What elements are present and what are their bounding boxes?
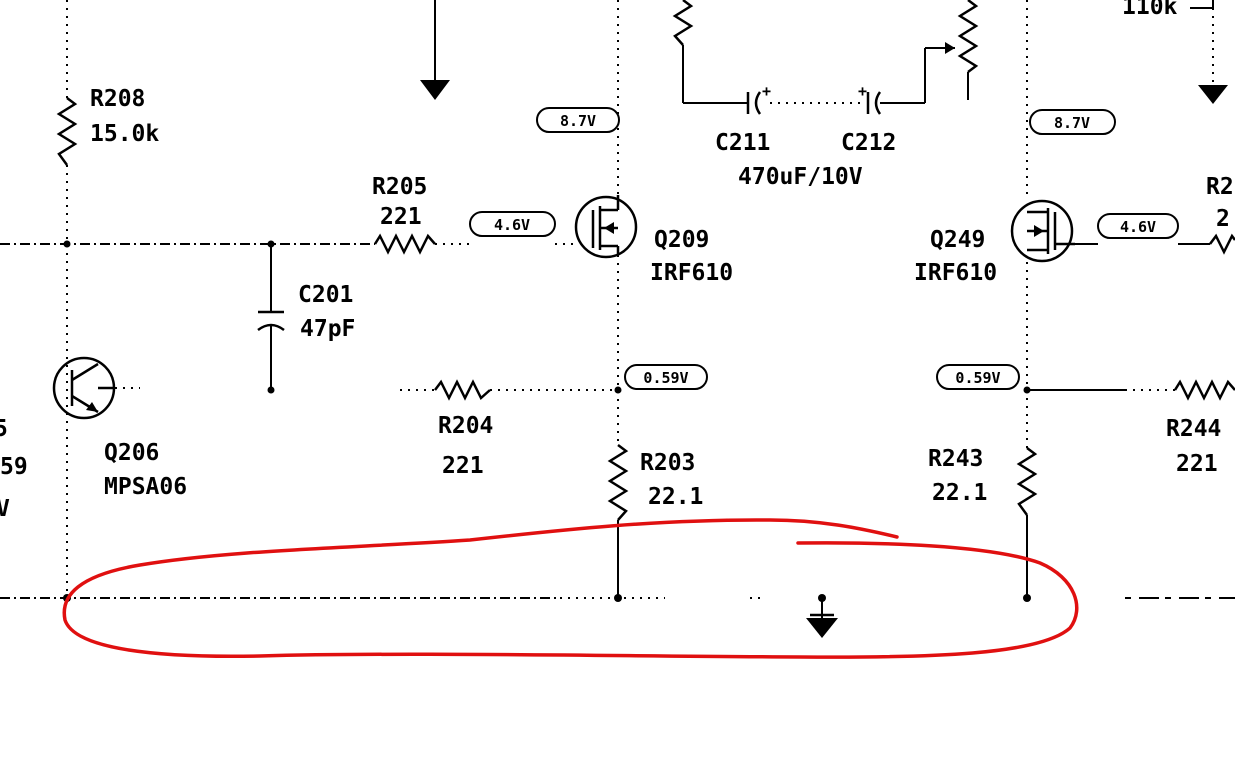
voltage-q249-source-text: 0.59V — [955, 369, 1000, 387]
voltage-q249-gate-text: 4.6V — [1120, 218, 1156, 236]
ground-arrow-top-right — [1198, 85, 1228, 104]
voltage-pill-q249-drain: 8.7V — [1029, 109, 1116, 135]
voltage-q249-drain-text: 8.7V — [1054, 114, 1090, 132]
potentiometer-symbol — [957, 0, 979, 73]
r244-value-label: 221 — [1176, 451, 1218, 477]
red-hand-drawn-annotation — [62, 518, 1079, 659]
c211-ref-label: C211 — [715, 130, 770, 156]
voltage-pill-q209-drain: 8.7V — [536, 107, 620, 133]
q209-part-label: IRF610 — [650, 260, 733, 286]
red-loop-stroke — [62, 518, 1079, 659]
r243-value-label: 22.1 — [932, 480, 987, 506]
left-edge-bottom-label: V — [0, 496, 10, 522]
q206-symbol — [52, 356, 116, 420]
r208-value-label: 15.0k — [90, 121, 159, 147]
left-edge-mid-label: 59 — [0, 454, 28, 480]
voltage-q209-drain-text: 8.7V — [560, 112, 596, 130]
q209-symbol — [574, 195, 638, 259]
c212-symbol: + — [858, 82, 882, 115]
r208-symbol — [56, 97, 78, 166]
ground-symbol-center — [806, 618, 838, 638]
q249-part-label: IRF610 — [914, 260, 997, 286]
voltage-q209-source-text: 0.59V — [643, 369, 688, 387]
c201-ref-label: C201 — [298, 282, 353, 308]
r208-ref-label: R208 — [90, 86, 145, 112]
q249-symbol — [1010, 199, 1075, 263]
r205-value-label: 221 — [380, 204, 422, 230]
potentiometer-wiper-arrow — [945, 42, 955, 54]
voltage-pill-q209-gate: 4.6V — [469, 211, 556, 237]
r203-value-label: 22.1 — [648, 484, 703, 510]
c211-symbol: + — [746, 82, 771, 115]
q209-ref-label: Q209 — [654, 227, 709, 253]
r203-symbol — [607, 444, 629, 521]
q249-ref-label: Q249 — [930, 227, 985, 253]
c201-value-label: 47pF — [300, 316, 355, 342]
svg-text:+: + — [762, 82, 771, 100]
voltage-pill-q249-gate: 4.6V — [1097, 213, 1179, 239]
q206-part-label: MPSA06 — [104, 474, 187, 500]
right-edge-ref-label: R2 — [1206, 174, 1234, 200]
c201-symbol — [257, 310, 285, 332]
q206-ref-label: Q206 — [104, 440, 159, 466]
wires — [0, 0, 1235, 620]
top-resistor-symbol — [672, 0, 694, 46]
r243-symbol — [1016, 447, 1038, 516]
junction-dots — [63, 240, 1031, 602]
top-right-value-label: 110k — [1122, 0, 1178, 20]
voltage-q209-gate-text: 4.6V — [494, 216, 530, 234]
voltage-pill-q209-source: 0.59V — [624, 364, 708, 390]
r204-value-label: 221 — [442, 453, 484, 479]
c211-c212-value-label: 470uF/10V — [738, 164, 863, 190]
r203-ref-label: R203 — [640, 450, 695, 476]
r204-symbol — [434, 379, 491, 401]
r205-symbol — [373, 233, 436, 255]
c212-ref-label: C212 — [841, 130, 896, 156]
r244-symbol — [1173, 379, 1235, 401]
r243-ref-label: R243 — [928, 446, 983, 472]
voltage-pill-q249-source: 0.59V — [936, 364, 1020, 390]
right-edge-resistor-symbol — [1209, 233, 1235, 255]
svg-text:+: + — [858, 82, 867, 100]
component-labels: R208 15.0k R205 221 C201 47pF Q206 MPSA0… — [0, 0, 1234, 522]
right-edge-value-label: 2 — [1216, 206, 1230, 232]
left-edge-top-label: 5 — [0, 416, 8, 442]
r205-ref-label: R205 — [372, 174, 427, 200]
ground-arrow-top-left — [420, 80, 450, 100]
r244-ref-label: R244 — [1166, 416, 1221, 442]
r204-ref-label: R204 — [438, 413, 493, 439]
